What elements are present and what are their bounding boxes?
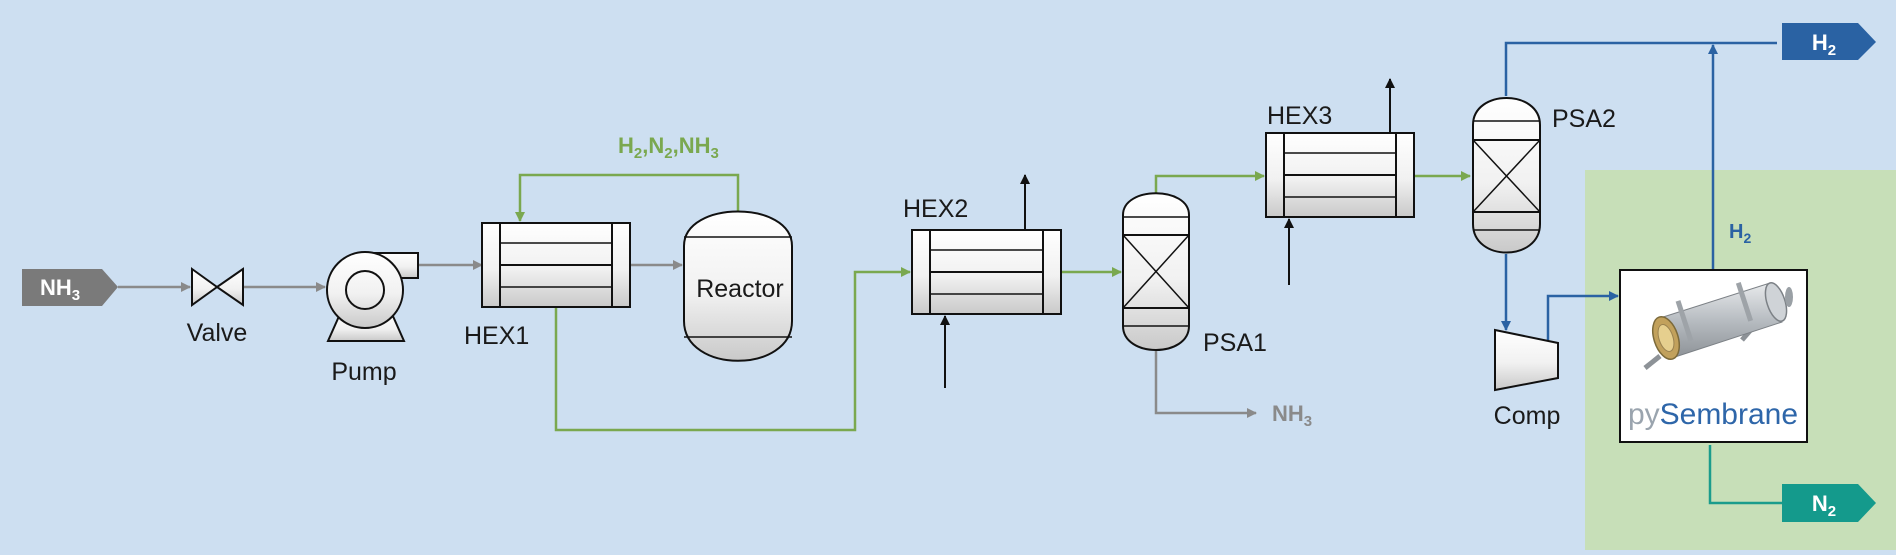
hex2-icon	[911, 229, 1062, 315]
hex1-label: HEX1	[464, 322, 529, 350]
membrane-module-image	[1643, 282, 1793, 370]
hex3-icon	[1265, 132, 1415, 218]
stream-reactor-recycle	[515, 173, 740, 222]
pysembrane-logo: pySembrane	[1628, 398, 1798, 431]
psa2-icon	[1472, 97, 1541, 254]
stream-membrane-n2	[1708, 445, 1785, 505]
n2-product-tag: N2	[1782, 484, 1876, 522]
hex2-label: HEX2	[903, 195, 968, 223]
pump-icon	[326, 251, 419, 342]
comp-label: Comp	[1494, 402, 1561, 430]
psa1-icon	[1122, 192, 1190, 351]
psa2-label: PSA2	[1552, 105, 1616, 133]
h2-permeate-label: H2	[1729, 221, 1751, 246]
svg-text:H2: H2	[1812, 30, 1836, 59]
valve-icon	[191, 267, 244, 307]
svg-text:NH3: NH3	[40, 275, 80, 304]
hex1-icon	[481, 222, 631, 308]
stream-psa2-h2	[1504, 41, 1777, 96]
reactor-label: Reactor	[696, 275, 784, 303]
svg-text:N2: N2	[1812, 491, 1836, 520]
nh3-outlet-label: NH3	[1272, 401, 1312, 430]
stream-psa1-to-hex3	[1154, 171, 1265, 193]
recycle-stream-label: H2,N2,NH3	[618, 133, 719, 162]
stream-hex1-to-hex2	[554, 267, 911, 432]
nh3-feed-tag: NH3	[22, 269, 118, 306]
stream-comp-to-membrane	[1546, 291, 1619, 340]
hex3-label: HEX3	[1267, 102, 1332, 130]
psa1-label: PSA1	[1203, 329, 1267, 357]
reactor-icon	[683, 210, 793, 362]
compressor-icon	[1494, 328, 1559, 392]
h2-product-tag: H2	[1782, 23, 1876, 60]
valve-label: Valve	[187, 319, 248, 347]
pump-label: Pump	[331, 358, 396, 386]
stream-psa1-nh3	[1154, 351, 1257, 418]
membrane-module: pySembrane	[1619, 269, 1808, 443]
